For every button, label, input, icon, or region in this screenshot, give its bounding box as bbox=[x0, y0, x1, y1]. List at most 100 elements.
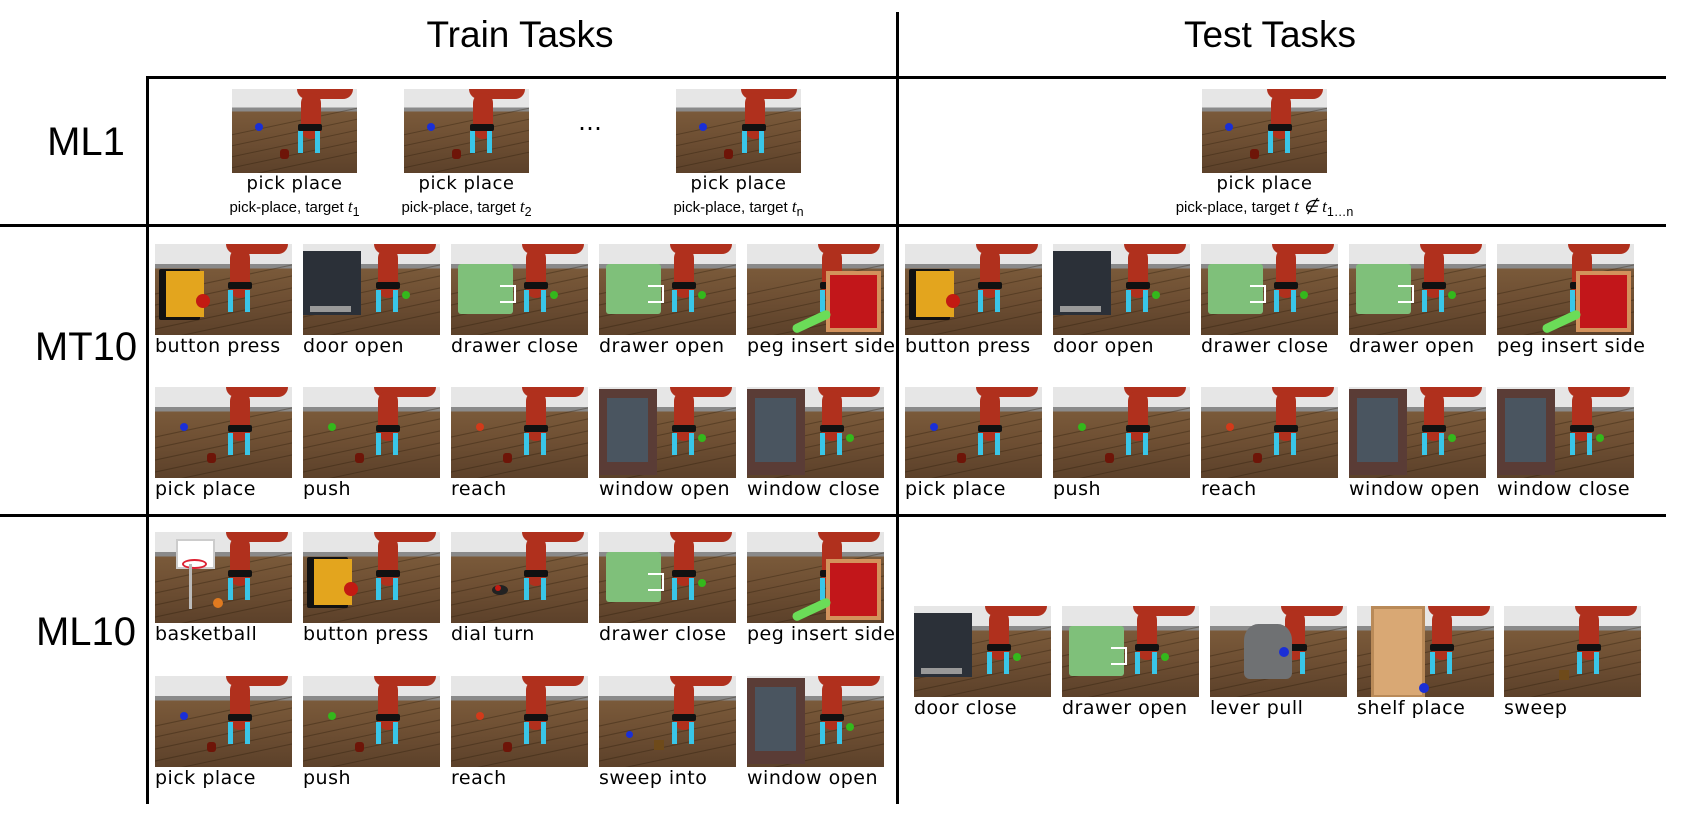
task-card-shelf-place: shelf place bbox=[1357, 606, 1494, 718]
task-card-peg-insert-side: peg insert side bbox=[1497, 244, 1645, 356]
task-card-basketball: basketball bbox=[155, 532, 292, 644]
task-label: button press bbox=[155, 335, 281, 357]
task-card-push: push bbox=[1053, 387, 1190, 499]
task-thumbnail bbox=[303, 387, 440, 478]
task-label: reach bbox=[451, 767, 507, 789]
task-label: pick place bbox=[155, 767, 256, 789]
task-card-drawer-close: drawer close bbox=[1201, 244, 1338, 356]
task-thumbnail bbox=[451, 532, 588, 623]
ml1-task-card: pick place bbox=[1202, 89, 1327, 193]
task-label: pick place bbox=[418, 173, 515, 194]
task-label: button press bbox=[905, 335, 1031, 357]
task-thumbnail bbox=[1497, 387, 1634, 478]
task-thumbnail bbox=[1504, 606, 1641, 697]
task-thumbnail bbox=[155, 676, 292, 767]
task-thumbnail bbox=[747, 532, 884, 623]
task-label: reach bbox=[451, 478, 507, 500]
task-label: sweep bbox=[1504, 697, 1568, 719]
top-divider-vertical bbox=[896, 12, 899, 804]
task-label: button press bbox=[303, 623, 429, 645]
task-thumbnail bbox=[1062, 606, 1199, 697]
task-thumbnail bbox=[155, 532, 292, 623]
task-thumbnail bbox=[155, 387, 292, 478]
row-label-ml10: ML10 bbox=[35, 610, 137, 654]
task-label: window open bbox=[747, 767, 879, 789]
task-card-drawer-close: drawer close bbox=[451, 244, 588, 356]
task-thumbnail bbox=[1201, 387, 1338, 478]
task-card-drawer-close: drawer close bbox=[599, 532, 736, 644]
task-card-reach: reach bbox=[1201, 387, 1338, 499]
task-card-pick-place: pick place bbox=[905, 387, 1042, 499]
task-card-door-open: door open bbox=[303, 244, 440, 356]
task-thumbnail bbox=[747, 244, 884, 335]
task-card-sweep-into: sweep into bbox=[599, 676, 736, 788]
ml1-rule bbox=[0, 224, 1666, 227]
task-card-push: push bbox=[303, 676, 440, 788]
task-label: window open bbox=[599, 478, 731, 500]
task-thumbnail bbox=[599, 244, 736, 335]
task-thumbnail bbox=[1349, 387, 1486, 478]
task-label: drawer close bbox=[451, 335, 579, 357]
task-card-window-close: window close bbox=[747, 387, 884, 499]
task-label: pick place bbox=[905, 478, 1006, 500]
task-thumbnail bbox=[451, 244, 588, 335]
ml1-task-card: pick place bbox=[232, 89, 357, 193]
train-tasks-header: Train Tasks bbox=[426, 14, 614, 55]
task-thumbnail bbox=[599, 676, 736, 767]
task-card-button-press: button press bbox=[155, 244, 292, 356]
task-thumbnail bbox=[451, 676, 588, 767]
task-card-sweep: sweep bbox=[1504, 606, 1641, 718]
ellipsis: … bbox=[578, 108, 605, 136]
task-thumbnail bbox=[905, 244, 1042, 335]
task-thumbnail bbox=[155, 244, 292, 335]
task-card-drawer-open: drawer open bbox=[1349, 244, 1486, 356]
task-thumbnail bbox=[303, 676, 440, 767]
task-card-door-close: door close bbox=[914, 606, 1051, 718]
task-card-button-press: button press bbox=[303, 532, 440, 644]
task-label: drawer open bbox=[599, 335, 725, 357]
task-label: peg insert side bbox=[747, 623, 896, 645]
task-thumbnail bbox=[303, 532, 440, 623]
task-label: door close bbox=[914, 697, 1018, 719]
mt10-rule bbox=[0, 514, 1666, 517]
task-card-button-press: button press bbox=[905, 244, 1042, 356]
task-card-window-open: window open bbox=[747, 676, 884, 788]
task-card-window-close: window close bbox=[1497, 387, 1634, 499]
task-label: pick place bbox=[155, 478, 256, 500]
task-thumbnail bbox=[914, 606, 1051, 697]
row-label-mt10: MT10 bbox=[34, 325, 138, 369]
task-card-door-open: door open bbox=[1053, 244, 1190, 356]
task-thumbnail bbox=[1349, 244, 1486, 335]
task-card-pick-place: pick place bbox=[155, 387, 292, 499]
task-label: push bbox=[1053, 478, 1102, 500]
task-card-reach: reach bbox=[451, 387, 588, 499]
task-card-reach: reach bbox=[451, 676, 588, 788]
ml1-task-card: pick place bbox=[404, 89, 529, 193]
task-thumbnail bbox=[1210, 606, 1347, 697]
task-label: drawer close bbox=[599, 623, 727, 645]
task-card-peg-insert-side: peg insert side bbox=[747, 532, 895, 644]
task-label: drawer open bbox=[1062, 697, 1188, 719]
task-thumbnail bbox=[303, 244, 440, 335]
task-thumbnail bbox=[1497, 244, 1634, 335]
task-thumbnail bbox=[599, 532, 736, 623]
task-thumbnail bbox=[404, 89, 529, 173]
task-thumbnail bbox=[747, 676, 884, 767]
task-thumbnail bbox=[905, 387, 1042, 478]
task-thumbnail bbox=[747, 387, 884, 478]
task-label: peg insert side bbox=[747, 335, 896, 357]
task-card-dial-turn: dial turn bbox=[451, 532, 588, 644]
task-card-push: push bbox=[303, 387, 440, 499]
task-label: pick place bbox=[690, 173, 787, 194]
header-rule bbox=[146, 76, 1666, 79]
task-thumbnail bbox=[599, 387, 736, 478]
left-rule bbox=[146, 76, 149, 804]
ml1-task-card: pick place bbox=[676, 89, 801, 193]
task-card-drawer-open: drawer open bbox=[599, 244, 736, 356]
task-card-peg-insert-side: peg insert side bbox=[747, 244, 895, 356]
task-card-window-open: window open bbox=[599, 387, 736, 499]
task-card-window-open: window open bbox=[1349, 387, 1486, 499]
task-label: basketball bbox=[155, 623, 258, 645]
task-label: drawer open bbox=[1349, 335, 1475, 357]
task-label: dial turn bbox=[451, 623, 535, 645]
